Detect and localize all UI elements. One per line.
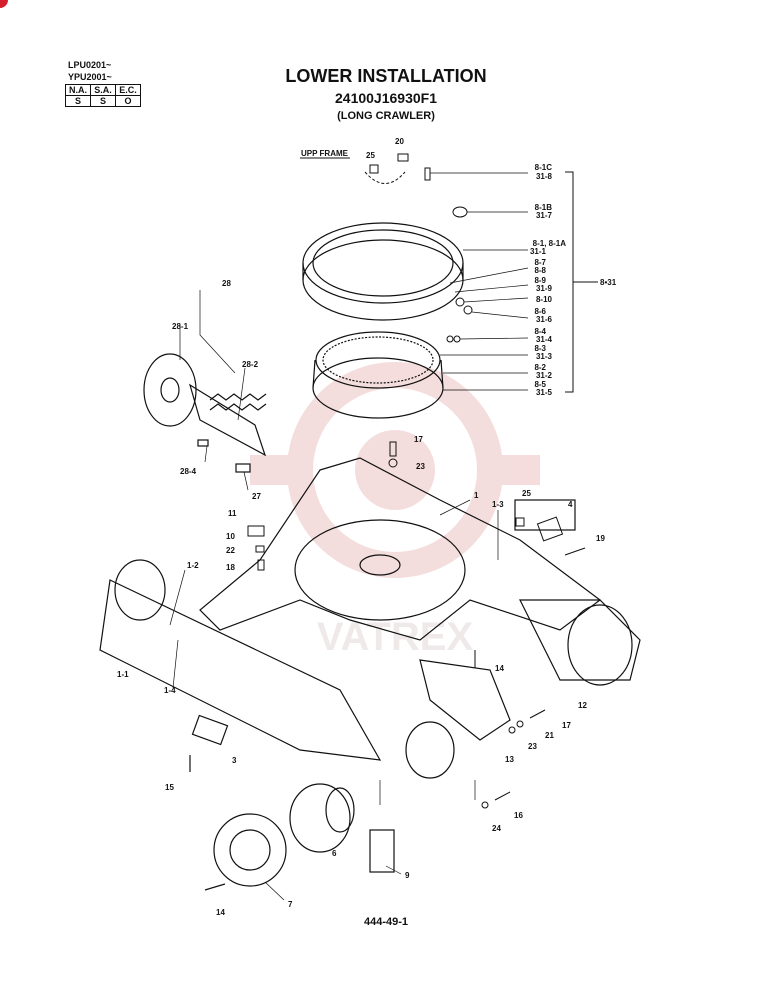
callout-label: 17	[562, 721, 571, 730]
callout-label: 10	[226, 532, 235, 541]
callout-label: 14	[495, 664, 504, 673]
callout-label: 28-2	[242, 360, 259, 369]
bracket-label-bottom: 31-8	[536, 172, 553, 181]
variant-label: (LONG CRAWLER)	[337, 110, 435, 122]
corner-mark	[0, 0, 8, 8]
callout-label: 13	[505, 755, 514, 764]
callout-label: 23	[416, 462, 425, 471]
bracket-label-bottom: 31-7	[536, 211, 553, 220]
callout-labels: 20 25 28 28-1 28-2 28-4 27 17 23 1 1-3 2…	[117, 137, 605, 917]
part-number: 24100J16930F1	[335, 90, 437, 106]
bracket-label-bottom: 31-9	[536, 284, 553, 293]
applicability-table: N.A. S.A. E.C. S S O	[65, 84, 141, 107]
bracket-label-top: 8-2	[534, 363, 546, 372]
page-title: LOWER INSTALLATION	[285, 66, 487, 86]
track-frame	[99, 457, 641, 779]
callout-label: 28-4	[180, 467, 197, 476]
applic-value-na: S	[65, 95, 91, 107]
bracket-label-top: 8-1, 8-1A	[533, 239, 567, 248]
idler-recoil-assembly	[143, 353, 267, 473]
callout-label: 12	[578, 701, 587, 710]
callout-label: 1-4	[164, 686, 176, 695]
group-label: 8•31	[600, 278, 617, 287]
swing-bearing-outer	[302, 222, 464, 321]
callout-label: 16	[514, 811, 523, 820]
callout-label: 24	[492, 824, 501, 833]
bracket-label-top: 8-7	[534, 258, 546, 267]
bracket-label-top: 8-1B	[535, 203, 553, 212]
bracket-label-list: 8-1C 31-8 8-1B 31-7 8-1, 8-1A 31-1 8-7 8…	[530, 163, 566, 397]
bracket-label-bottom: 31-6	[536, 315, 553, 324]
callout-label: 11	[228, 509, 237, 518]
bracket-label-bottom: 31-4	[536, 335, 553, 344]
callout-label: 20	[395, 137, 404, 146]
bracket-label-bottom: 31-5	[536, 388, 553, 397]
bracket-label-top: 8-3	[534, 344, 546, 353]
bracket-label-bottom: 31-2	[536, 371, 553, 380]
callout-label: 25	[522, 489, 531, 498]
upper-frame-label: UPP FRAME	[301, 149, 349, 158]
callout-label: 19	[596, 534, 605, 543]
callout-label: 3	[232, 756, 237, 765]
drive-components	[189, 714, 395, 891]
callout-label: 22	[226, 546, 235, 555]
bracket-label-bottom: 8-8	[534, 266, 546, 275]
upper-frame-stub	[300, 153, 409, 184]
applic-value-ec: O	[115, 95, 141, 107]
swing-bearing-inner	[312, 331, 444, 419]
callout-label: 27	[252, 492, 261, 501]
callout-label: 25	[366, 151, 375, 160]
callout-label: 23	[528, 742, 537, 751]
callout-label: 28	[222, 279, 231, 288]
callout-label: 1-1	[117, 670, 129, 679]
callout-label: 14	[216, 908, 225, 917]
bracket-parts	[424, 167, 473, 343]
bracket-label-top: 8-4	[534, 327, 546, 336]
callout-label: 4	[568, 500, 573, 509]
bracket-label-bottom: 31-1	[530, 247, 547, 256]
serial-range-ypu: YPU2001~	[68, 72, 112, 82]
callout-label: 15	[165, 783, 174, 792]
callout-label: 21	[545, 731, 554, 740]
leader-lines	[169, 172, 529, 901]
callout-label: 6	[332, 849, 337, 858]
callout-label: 1-3	[492, 500, 504, 509]
callout-label: 17	[414, 435, 423, 444]
page-number: 444-49-1	[363, 916, 409, 928]
callout-label: 7	[288, 900, 293, 909]
serial-range-lpu: LPU0201~	[68, 60, 112, 70]
frame-hardware	[247, 441, 586, 809]
callout-label: 9	[405, 871, 410, 880]
watermark-text: VATREX	[317, 615, 474, 659]
bracket-label-top: 8-6	[534, 307, 546, 316]
bracket-label-top: 8-10	[536, 295, 553, 304]
callout-label: 28-1	[172, 322, 189, 331]
parts-list-bracket	[565, 171, 598, 393]
bracket-label-top: 8-5	[534, 380, 546, 389]
bracket-label-top: 8-1C	[535, 163, 553, 172]
watermark: VATREX	[250, 362, 540, 659]
bracket-label-bottom: 31-3	[536, 352, 553, 361]
callout-label: 1-2	[187, 561, 199, 570]
bracket-label-top: 8-9	[534, 276, 546, 285]
callout-label: 18	[226, 563, 235, 572]
callout-label: 1	[474, 491, 479, 500]
